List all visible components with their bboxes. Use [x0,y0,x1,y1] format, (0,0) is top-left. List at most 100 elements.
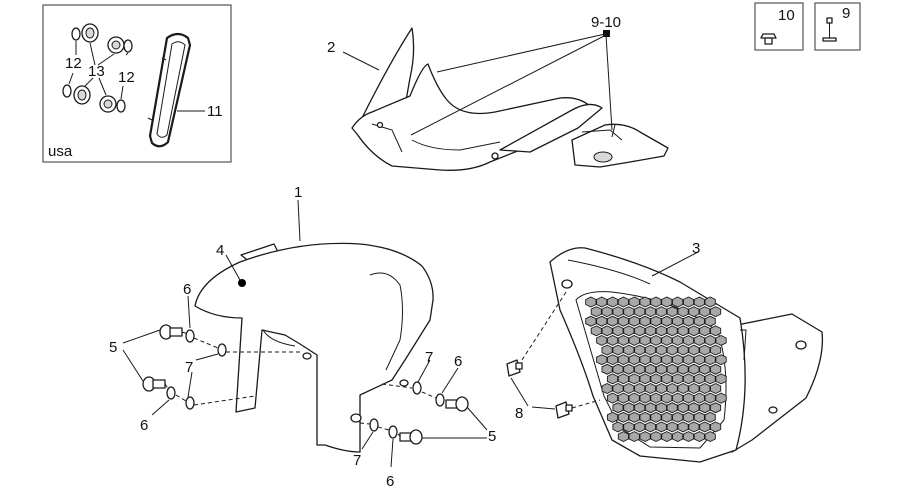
mesh-cell [650,296,662,308]
mesh-cell [606,411,619,423]
leader-6-left-bottom [151,399,170,416]
mesh-cell [617,392,629,404]
mesh-cell [710,421,722,433]
mesh-cell [688,421,700,433]
mesh-cell [628,373,640,385]
mesh-cell [606,354,619,366]
mesh-cell [650,431,662,443]
reflector-part [147,32,192,148]
mesh-cell [639,373,651,385]
mesh-cell [590,325,602,337]
rivet-icon [760,33,777,45]
leader-5-left-a [122,329,161,344]
mesh-cell [672,373,684,385]
windscreen-fairing-part [351,27,669,171]
mesh-cell [710,382,722,395]
mesh-cell [650,334,662,346]
mesh-cell [661,373,673,385]
mesh-cell [704,315,716,327]
mesh-cell [655,382,667,395]
mesh-cell [677,344,689,356]
mesh-cell [693,315,705,327]
mesh-cell [715,392,727,404]
mesh-cell [661,411,673,423]
mesh-cell [650,411,662,423]
mesh-cell [710,363,722,375]
legend-box-10: 10 [754,2,804,51]
mesh-cell [644,402,657,414]
mesh-cell [682,354,695,366]
mesh-cell [699,325,711,337]
mesh-cell [666,344,678,356]
mesh-cell [677,421,689,433]
clip-icon [822,17,837,42]
mesh-cell [634,363,646,375]
callout-6-right-bottom: 6 [386,473,394,490]
mesh-cell [628,431,640,443]
mesh-cell [672,296,684,308]
leader-7-right-bottom [361,431,374,450]
mesh-cell [650,392,662,404]
mesh-cell [601,382,613,395]
usa-inset: 12 13 12 11 usa [42,4,232,163]
mesh-cell [623,344,635,356]
mesh-cell [606,334,619,346]
callout-7-left: 7 [185,359,193,376]
callout-1: 1 [294,184,302,201]
mesh-cell [666,402,678,414]
mesh-cell [693,411,705,423]
leader-7-right-top [417,359,431,383]
mesh-cell [699,363,711,375]
mesh-cell [617,354,629,366]
mesh-cell [661,392,673,404]
leader-8-b [531,406,556,410]
mesh-cell [606,373,619,385]
callout-5-right: 5 [488,428,496,445]
mesh-cell [617,431,629,443]
mesh-cell [628,354,640,366]
fender-left-fasteners [142,324,300,410]
mesh-cell [639,431,651,443]
mesh-cell [704,392,716,404]
mesh-cell [590,306,602,318]
mesh-cell [634,421,646,433]
kit-marker-square [603,30,610,37]
mesh-cell [688,402,700,414]
callout-3: 3 [692,240,700,257]
mesh-cell [710,306,722,318]
leader-9-10-b [410,34,607,136]
mesh-cell [710,344,722,356]
inset-fasteners [62,23,133,113]
callout-12-left: 12 [65,55,82,72]
mesh-cell [606,315,619,327]
leader-6-right-bottom [390,438,394,468]
mesh-cell [650,373,662,385]
mesh-cell [596,354,608,366]
mesh-cell [601,344,613,356]
leader-5-left-b [122,349,144,382]
mesh-cell [672,315,684,327]
mesh-cell [682,431,695,443]
mesh-cell [661,315,673,327]
mesh-cell [623,325,635,337]
mesh-cell [612,306,624,318]
leader-7-left-a [195,353,219,361]
usa-label: usa [48,143,73,160]
mesh-cell [628,296,640,308]
mesh-cell [628,315,640,327]
mesh-cell [617,315,629,327]
mesh-cell [617,373,629,385]
mesh-cell [710,402,722,414]
mesh-cell [617,334,629,346]
callout-7-right-bottom: 7 [353,452,361,469]
mesh-cell [623,363,635,375]
leader-9-10-c [605,34,613,131]
mesh-cell [682,315,695,327]
callout-9-10: 9-10 [591,14,621,31]
legend-frame-10 [754,2,804,51]
mesh-cell [644,421,657,433]
mesh-cell [644,306,657,318]
mesh-cell [666,421,678,433]
mesh-cell [661,334,673,346]
mesh-cell [704,373,716,385]
